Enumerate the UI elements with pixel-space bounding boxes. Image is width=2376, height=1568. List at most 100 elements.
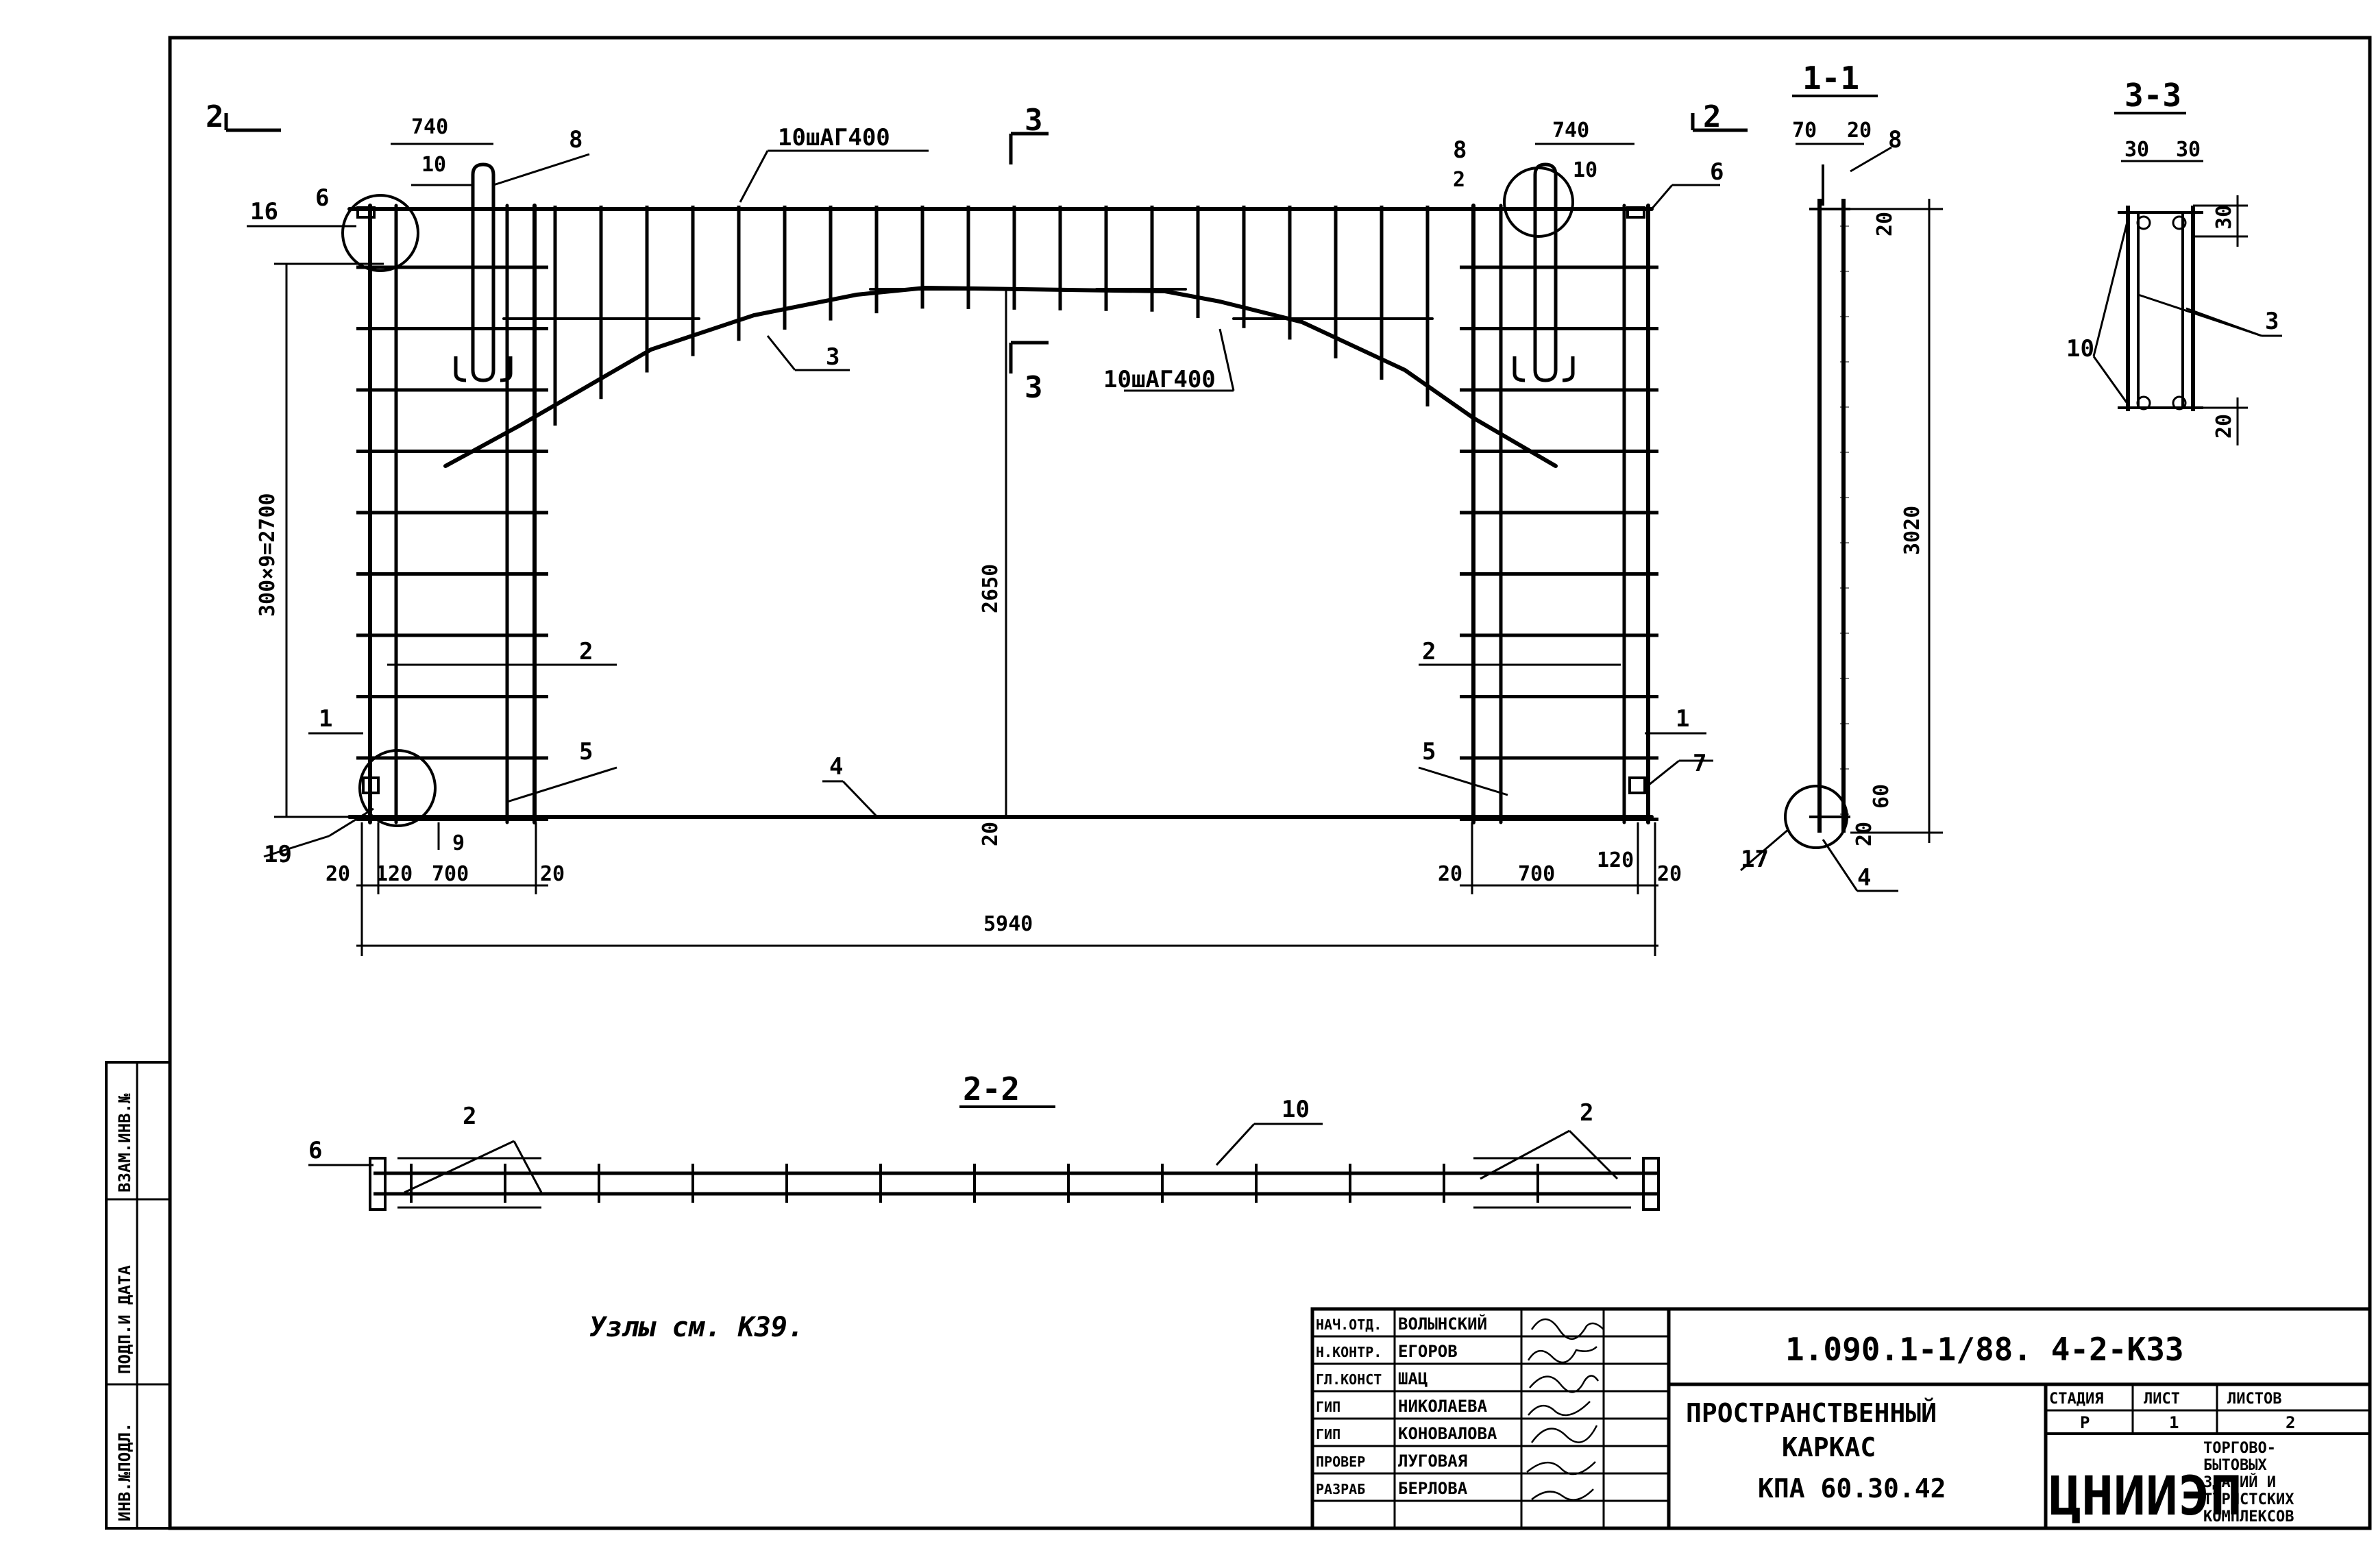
- callout-6-right: 6: [1710, 158, 1724, 186]
- signer-role: Н.КОНТР.: [1316, 1344, 1382, 1360]
- callout-1-right: 1: [1676, 705, 1689, 733]
- org-desc-line: ТОРГОВО-: [2203, 1440, 2276, 1457]
- dim-2650: 2650: [979, 564, 1003, 613]
- callout-8-section: 8: [1888, 126, 1902, 154]
- dim-5940: 5940: [983, 912, 1033, 936]
- title-block-frame: [105, 1061, 2372, 1530]
- section-mark-3-bottom: 3: [1025, 370, 1043, 405]
- callout-10-section: 10: [2066, 335, 2094, 363]
- section-mark-2-right: 2: [1703, 99, 1722, 134]
- section-title-2-2: 2-2: [963, 1070, 1020, 1107]
- callout-6-section22: 6: [308, 1137, 322, 1164]
- title-name-line2: КАРКАС: [1782, 1432, 1876, 1462]
- callout-4-section: 4: [1857, 864, 1871, 892]
- drawing-code: 1.090.1-1/88. 4-2-К33: [1785, 1331, 2184, 1368]
- dim-740-right: 740: [1552, 119, 1589, 143]
- verticals: [553, 206, 1430, 426]
- section-3-3: [2092, 112, 2282, 445]
- section-2-2-ticks: [410, 1164, 1539, 1203]
- side-strip-label: ИНВ.№ПОДЛ.: [115, 1423, 134, 1522]
- step-label-top: 10шАГ400: [778, 124, 890, 151]
- callout-2-section22-right: 2: [1580, 1099, 1593, 1127]
- callout-2-left: 2: [579, 638, 593, 665]
- section-mark-3-top: 3: [1025, 103, 1043, 138]
- signer-role: ГИП: [1316, 1399, 1340, 1415]
- side-strip: ИНВ.№ПОДЛ. ПОДП.И ДАТА ВЗАМ.ИНВ.№: [115, 1093, 134, 1521]
- side-strip-label: ВЗАМ.ИНВ.№: [115, 1093, 134, 1192]
- dimension-lines: [224, 113, 1748, 956]
- dim-120-b: 120: [1597, 848, 1634, 872]
- dim-s3-30a: 30: [2124, 138, 2149, 162]
- callout-17: 17: [1741, 846, 1769, 873]
- callout-8-left: 8: [569, 126, 583, 154]
- dim-3020: 3020: [1900, 506, 1924, 555]
- dim-s1-20b: 20: [1873, 212, 1897, 236]
- title-name-line1: ПРОСТРАНСТВЕННЫЙ: [1686, 1398, 1937, 1428]
- sheets-header: ЛИСТОВ: [2227, 1391, 2281, 1408]
- callout-10-right: 10: [1573, 158, 1597, 182]
- callout-9: 9: [452, 831, 465, 855]
- signer-role: РАЗРАБ: [1316, 1481, 1365, 1497]
- signer-name: КОНОВАЛОВА: [1398, 1424, 1497, 1443]
- dim-20-a: 20: [326, 862, 350, 886]
- rungs: [356, 265, 1658, 821]
- nodes-note: Узлы см. К39.: [589, 1312, 804, 1343]
- title-mark: КПА 60.30.42: [1758, 1473, 1946, 1504]
- dim-s3-30c: 30: [2212, 205, 2236, 230]
- org-desc-line: КОМПЛЕКСОВ: [2203, 1508, 2294, 1526]
- dim-20-b: 20: [540, 862, 565, 886]
- sheet-header: ЛИСТ: [2144, 1391, 2180, 1408]
- dim-20-bottom: 20: [979, 822, 1003, 846]
- dim-s3-20: 20: [2212, 414, 2236, 439]
- sheets-value: 2: [2286, 1413, 2295, 1432]
- org-desc-line: БЫТОВЫХ: [2203, 1457, 2267, 1474]
- dim-20-d: 20: [1657, 862, 1682, 886]
- signatures: [1526, 1318, 1604, 1501]
- dim-s3-30b: 30: [2176, 138, 2201, 162]
- signer-name: ЕГОРОВ: [1398, 1342, 1458, 1361]
- callout-6-left: 6: [315, 184, 329, 212]
- dim-s1-60: 60: [1870, 784, 1894, 809]
- sheet-frame: [168, 36, 2372, 1530]
- side-strip-label: ПОДП.И ДАТА: [115, 1265, 134, 1374]
- callout-5-right: 5: [1422, 738, 1436, 765]
- org-desc-line: ТУРИСТСКИХ: [2203, 1491, 2294, 1508]
- sheet-value: 1: [2169, 1413, 2179, 1432]
- callout-4-main: 4: [829, 753, 843, 781]
- section-2-2: [308, 1105, 1660, 1211]
- signer-role: ГЛ.КОНСТ: [1316, 1371, 1382, 1388]
- node-circles: [341, 167, 1848, 849]
- signer-name: НИКОЛАЕВА: [1398, 1397, 1488, 1416]
- lifting-loops: [454, 162, 1575, 382]
- callout-3-section: 3: [2265, 308, 2279, 335]
- section-1-1: [1740, 95, 1943, 892]
- callout-16: 16: [250, 198, 278, 225]
- signer-role: ГИП: [1316, 1426, 1340, 1443]
- callout-19: 19: [264, 841, 292, 868]
- callout-3-arch: 3: [826, 343, 840, 371]
- dim-120-a: 120: [376, 862, 413, 886]
- stage-value: Р: [2080, 1413, 2090, 1432]
- signer-role: НАЧ.ОТД.: [1316, 1316, 1382, 1333]
- signer-role: ПРОВЕР: [1316, 1454, 1365, 1470]
- dim-s1-20c: 20: [1852, 822, 1876, 846]
- signer-name: ЛУГОВАЯ: [1398, 1451, 1467, 1471]
- callout-1-left: 1: [319, 705, 332, 733]
- callout-10-left: 10: [421, 153, 446, 177]
- dim-s1-20a: 20: [1847, 119, 1872, 143]
- callout-8-right: 8: [1453, 136, 1467, 164]
- callout-2-top-right: 2: [1453, 168, 1465, 192]
- section-title-3-3: 3-3: [2124, 77, 2181, 114]
- callout-2-right: 2: [1422, 638, 1436, 665]
- org-desc-line: ЗДАНИЙ И: [2203, 1473, 2276, 1491]
- section-title-1-1: 1-1: [1802, 60, 1859, 97]
- signer-name: БЕРЛОВА: [1398, 1479, 1468, 1498]
- section-mark-2-left: 2: [206, 99, 224, 134]
- callout-10-section22: 10: [1282, 1096, 1310, 1123]
- dim-740-left: 740: [411, 115, 448, 139]
- stage-header: СТАДИЯ: [2049, 1391, 2103, 1408]
- org-name: ЦНИИЭП: [2049, 1466, 2242, 1528]
